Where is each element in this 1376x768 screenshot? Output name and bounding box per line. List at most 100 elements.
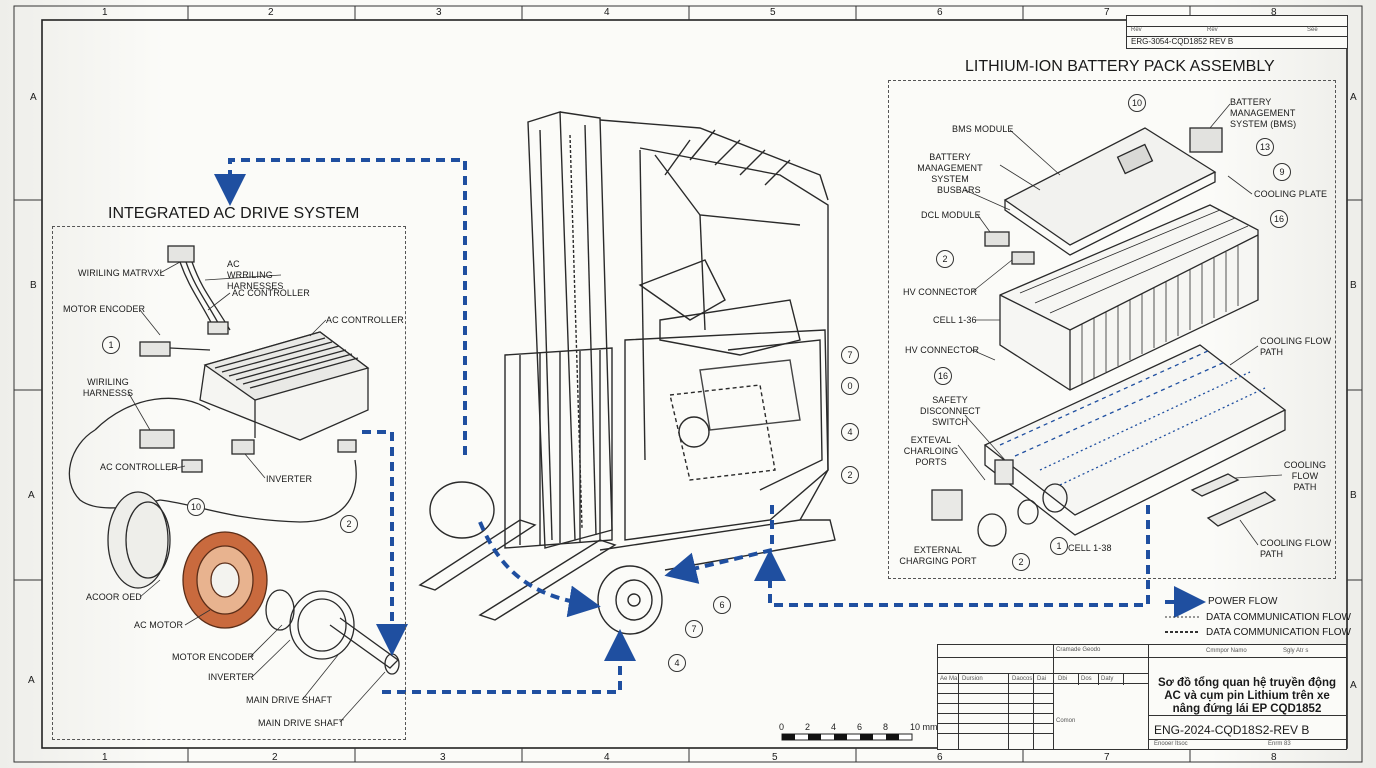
label-cooling-plate: COOLING PLATE xyxy=(1254,189,1328,199)
label-cell-1-36: CELL 1-36 xyxy=(933,315,977,325)
label-ac-harnesses: AC WRRILING HARNESSES xyxy=(227,259,284,291)
callout: 1 xyxy=(1050,537,1068,555)
callout: 16 xyxy=(934,367,952,385)
rev-number: ERG-3054-CQD1852 REV B xyxy=(1131,37,1234,46)
zone-label: 5 xyxy=(772,752,778,763)
zone-label: 4 xyxy=(604,7,610,18)
label-cooling-flow-3: COOLING FLOW PATH xyxy=(1260,538,1332,559)
scale-bar xyxy=(781,733,913,741)
zone-label: 8 xyxy=(1271,7,1277,18)
zone-label: B xyxy=(1350,490,1357,501)
zone-label: 2 xyxy=(272,752,278,763)
zone-label: B xyxy=(30,280,37,291)
rev-col1: Rev xyxy=(1131,27,1142,33)
zone-label: A xyxy=(1350,92,1357,103)
zone-label: 6 xyxy=(937,7,943,18)
legend-swatches xyxy=(1165,586,1206,633)
tb-grid-label: Dos xyxy=(1081,676,1092,682)
zone-label: 1 xyxy=(102,752,108,763)
legend-data-flow-2: DATA COMMUNICATION FLOW xyxy=(1206,627,1351,638)
tb-grid-label: Dbi xyxy=(1058,676,1068,682)
label-ac-controller-3: AC CONTROLLER xyxy=(100,462,178,472)
callout: 2 xyxy=(1012,553,1030,571)
label-external-charging-port: EXTERNAL CHARGING PORT xyxy=(899,545,977,566)
tb-grid-label: Dursion xyxy=(962,676,983,682)
label-main-drive-shaft-1: MAIN DRIVE SHAFT xyxy=(246,695,333,705)
drive-system-illustration xyxy=(68,245,400,675)
tb-grid-label: Daocos xyxy=(1012,676,1033,682)
label-inverter-2: INVERTER xyxy=(208,672,255,682)
zone-label: 3 xyxy=(440,752,446,763)
tb-footer-left: Enooer Itsoc xyxy=(1154,741,1188,747)
label-ac-motor: AC MOTOR xyxy=(134,620,184,630)
label-wiring-harness: WIRILING HARNESSS xyxy=(82,377,134,398)
callout: 4 xyxy=(841,423,859,441)
tb-grid-label: Comon xyxy=(1056,718,1076,724)
label-cell-1-38: CELL 1-38 xyxy=(1068,543,1112,553)
legend-power-flow: POWER FLOW xyxy=(1208,596,1278,607)
callout: 2 xyxy=(841,466,859,484)
zone-label: 1 xyxy=(102,7,108,18)
zone-label: A xyxy=(1350,680,1357,691)
tb-header-left: Cramade Geodo xyxy=(1056,647,1101,653)
power-flow-paths xyxy=(214,158,1150,694)
callout: 7 xyxy=(685,620,703,638)
label-inverter-1: INVERTER xyxy=(266,474,313,484)
label-bms: BATTERY MANAGEMENT SYSTEM (BMS) xyxy=(1230,97,1297,129)
title-block: Cramade Geodo Cmmpor Namo Sgly Atr s Ae … xyxy=(937,644,1347,750)
zone-label: 7 xyxy=(1104,752,1110,763)
zone-label: 3 xyxy=(436,7,442,18)
label-hv-connector-2: HV CONNECTOR xyxy=(905,345,980,355)
battery-panel xyxy=(888,80,1336,579)
callout: 1 xyxy=(102,336,120,354)
callout: 0 xyxy=(841,377,859,395)
label-ac-controller-2: AC CONTROLLER xyxy=(326,315,404,325)
zone-label: 2 xyxy=(268,7,274,18)
scale-tick: 0 xyxy=(779,722,785,732)
scale-tick: 8 xyxy=(883,722,889,732)
zone-label: 8 xyxy=(1271,752,1277,763)
rev-col3: See xyxy=(1307,27,1318,33)
tb-grid-label: Dai xyxy=(1037,676,1047,682)
battery-illustration xyxy=(931,127,1287,547)
callout: 6 xyxy=(713,596,731,614)
zone-label: 5 xyxy=(770,7,776,18)
label-acoor-oed: ACOOR OED xyxy=(86,592,142,602)
callout: 2 xyxy=(936,250,954,268)
battery-title: LITHIUM-ION BATTERY PACK ASSEMBLY xyxy=(965,58,1275,75)
label-external-ports: EXTEVAL CHARLOING PORTS xyxy=(903,435,959,467)
label-safety-switch: SAFETY DISCONNECT SWITCH xyxy=(920,395,981,427)
tb-footer-right: Enrm 83 xyxy=(1268,741,1291,747)
label-wiring-matrix: WIRILING MATRVXL xyxy=(78,268,165,278)
tb-grid-label: Daty xyxy=(1101,676,1114,682)
callout: 2 xyxy=(340,515,358,533)
scale-tick: 10 mm xyxy=(910,722,938,732)
callout: 10 xyxy=(1128,94,1146,112)
scale-tick: 4 xyxy=(831,722,837,732)
scale-tick: 6 xyxy=(857,722,863,732)
zone-label: 6 xyxy=(937,752,943,763)
zone-label: 4 xyxy=(604,752,610,763)
label-busbars: BUSBARS xyxy=(937,185,981,195)
forklift-illustration xyxy=(418,111,836,635)
label-motor-encoder-1: MOTOR ENCODER xyxy=(63,304,146,314)
label-motor-encoder-2: MOTOR ENCODER xyxy=(172,652,255,662)
label-bms-module: BMS MODULE xyxy=(952,124,1014,134)
label-dcl-module: DCL MODULE xyxy=(921,210,981,220)
label-cooling-flow-1: COOLING FLOW PATH xyxy=(1260,336,1332,357)
label-battery-management: BATTERY MANAGEMENT SYSTEM xyxy=(917,152,983,184)
callout: 4 xyxy=(668,654,686,672)
zone-label: B xyxy=(1350,280,1357,291)
drive-system-title: INTEGRATED AC DRIVE SYSTEM xyxy=(108,205,360,222)
drawing-title: Sơ đồ tổng quan hệ truyền động AC và cụm… xyxy=(1157,677,1337,715)
zone-label: 7 xyxy=(1104,7,1110,18)
callout: 9 xyxy=(1273,163,1291,181)
label-main-drive-shaft-2: MAIN DRIVE SHAFT xyxy=(258,718,345,728)
tb-header-right: Sgly Atr s xyxy=(1283,648,1309,654)
callout: 7 xyxy=(841,346,859,364)
tb-header-mid: Cmmpor Namo xyxy=(1206,648,1247,654)
outer-border xyxy=(13,5,1363,763)
zone-label: A xyxy=(30,92,37,103)
